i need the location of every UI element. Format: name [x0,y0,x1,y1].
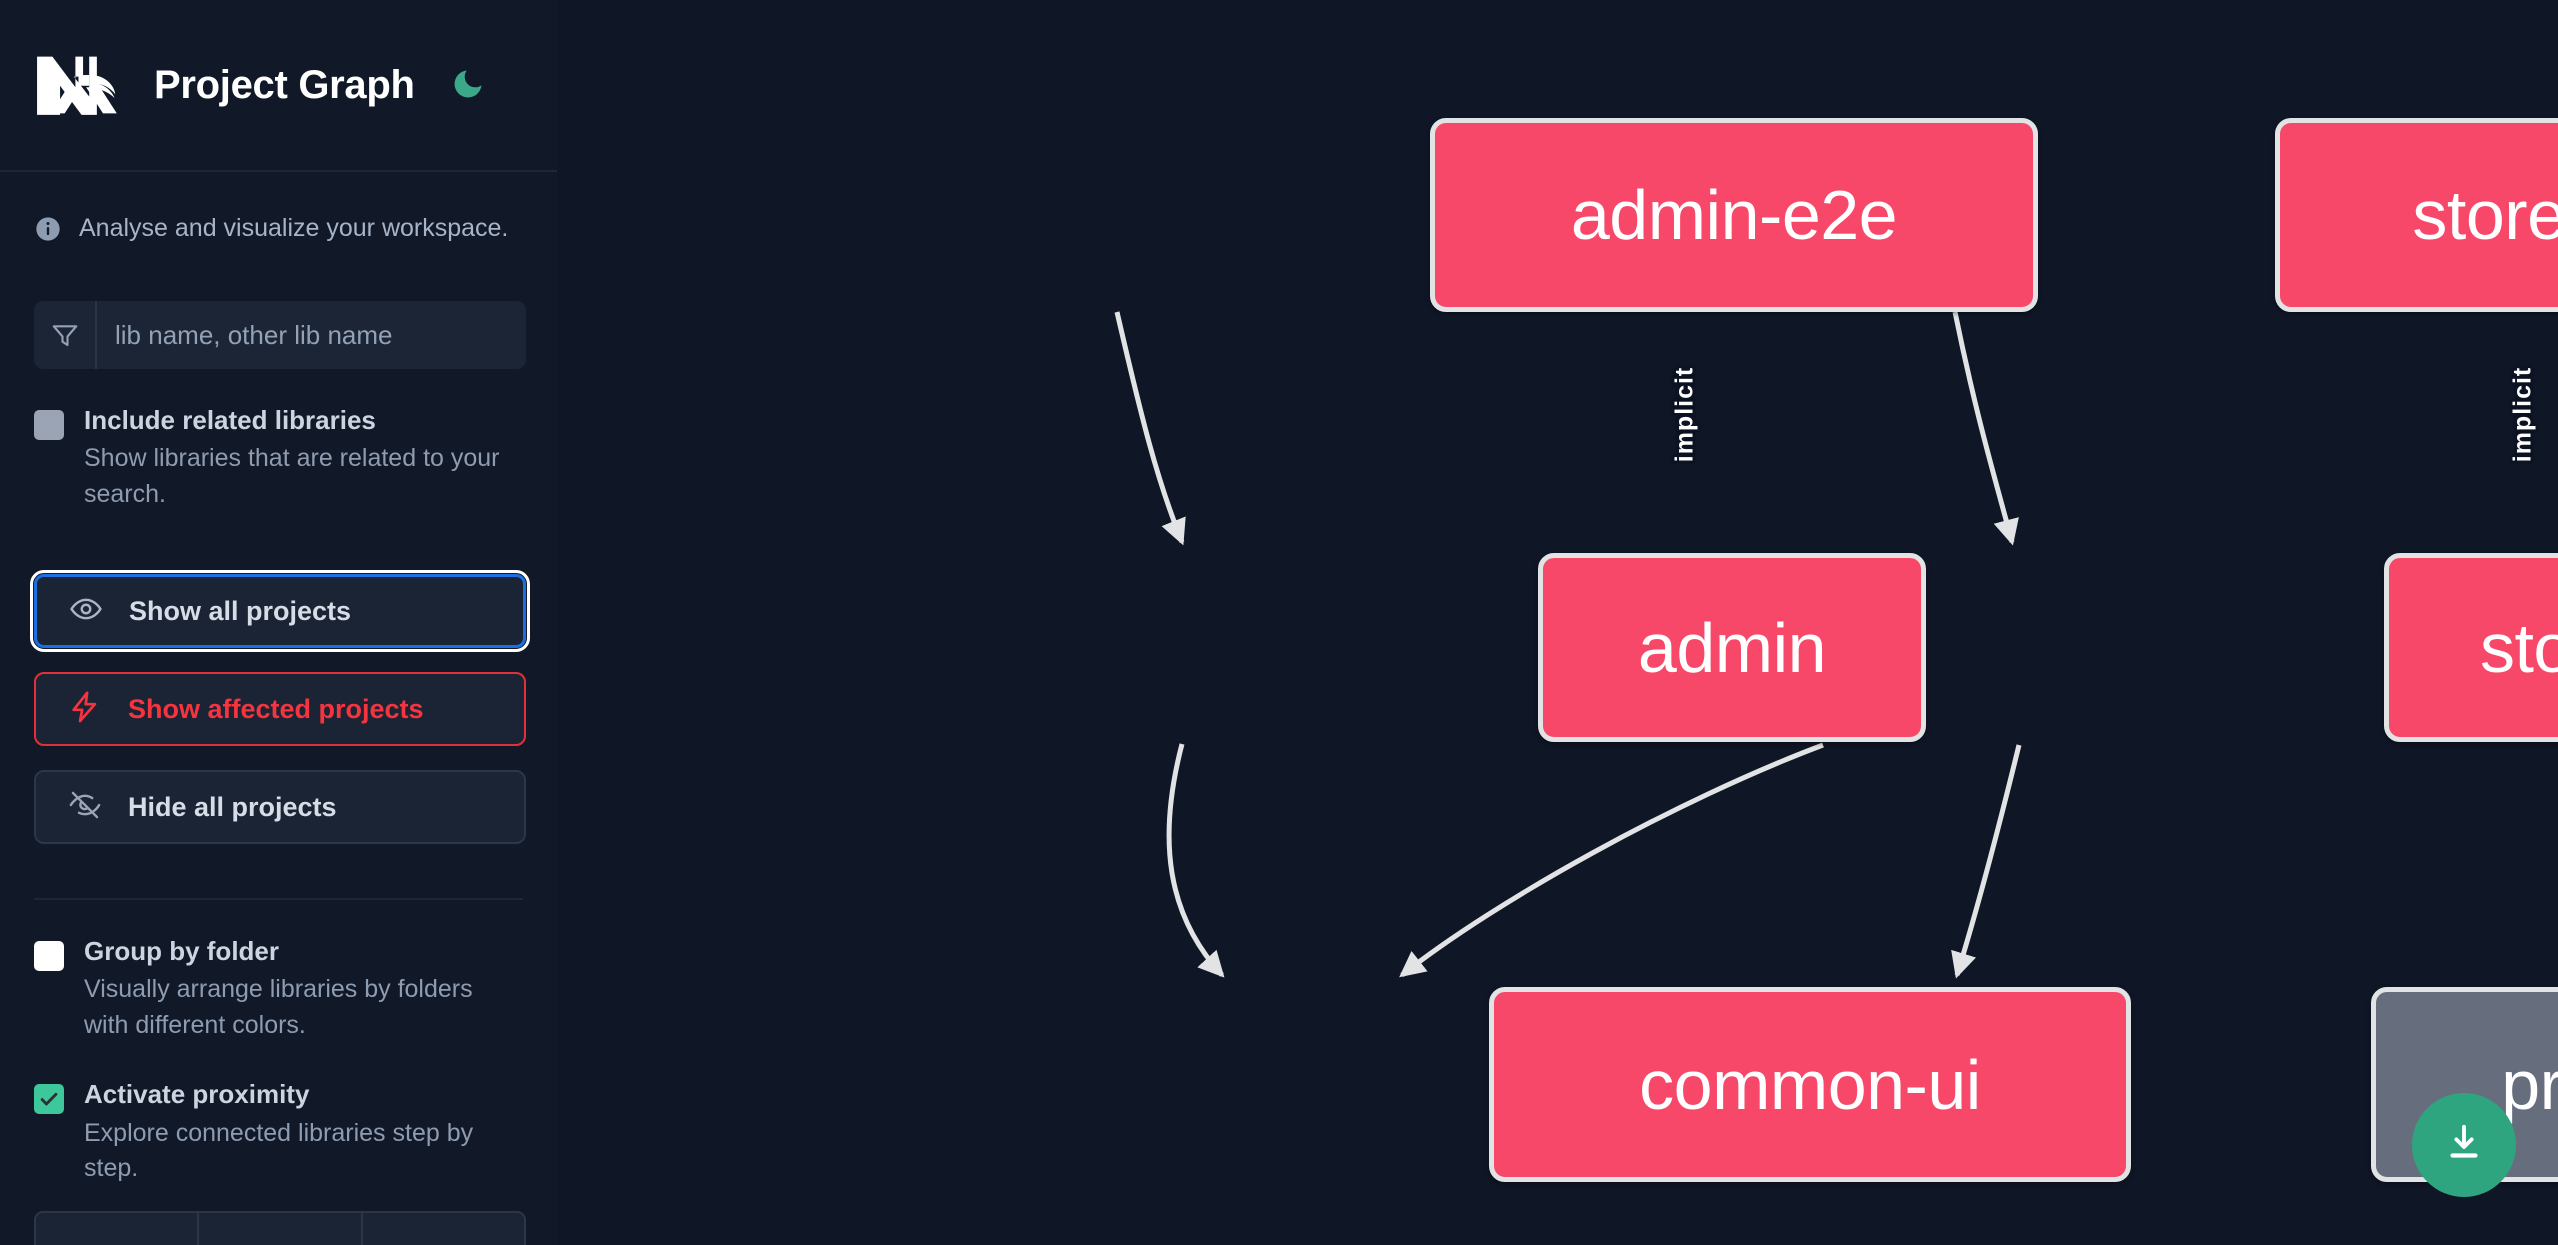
edge-store-products [1951,744,2022,979]
show-all-projects-button[interactable]: Show all projects [30,570,530,653]
graph-node-admin[interactable]: admin [1538,553,1926,742]
graph-node-admin-e2e[interactable]: admin-e2e [1430,118,2038,312]
option-include-related-libraries[interactable]: Include related libraries Show libraries… [34,404,523,512]
eye-off-icon [68,788,102,827]
graph-edges [1114,311,2022,979]
option-description: Show libraries that are related to your … [84,444,500,508]
checkbox-activate-proximity[interactable] [34,1084,64,1115]
proximity-step-segment[interactable] [34,1211,198,1245]
filter-funnel-icon [34,301,97,369]
show-all-projects-label: Show all projects [129,595,352,626]
graph-node-store[interactable]: store [2384,553,2558,742]
workspace-info-text: Analyse and visualize your workspace. [79,214,509,242]
lightning-icon [68,690,102,729]
theme-toggle-button[interactable] [445,62,491,108]
node-label: store-e2e [2412,176,2558,254]
show-affected-projects-button[interactable]: Show affected projects [34,672,526,747]
option-activate-proximity[interactable]: Activate proximity Explore connected lib… [34,1078,523,1186]
visibility-button-group: Show all projects Show affected projects [30,570,530,845]
node-label: store [2479,608,2558,687]
option-group-by-folder[interactable]: Group by folder Visually arrange librari… [34,935,523,1043]
edge-store-e2e-store [1952,311,2019,546]
hide-all-projects-label: Hide all projects [128,791,337,822]
edge-admin-e2e-admin [1114,311,1186,546]
info-circle-icon [34,215,62,243]
checkbox-group-by-folder[interactable] [34,941,64,972]
graph-node-common-ui[interactable]: common-ui [1489,987,2131,1182]
node-label: admin-e2e [1570,176,1898,254]
edge-admin-common-ui [1166,743,1225,978]
page-title: Project Graph [154,62,415,107]
proximity-step-button-group[interactable] [34,1211,526,1245]
node-label: admin [1637,608,1827,687]
sidebar-header: Project Graph [0,0,557,172]
moon-icon [450,66,486,105]
eye-icon [69,592,103,631]
edge-store-common-ui [1399,742,1824,978]
download-icon [2441,1121,2487,1170]
graph-node-store-e2e[interactable]: store-e2e [2275,118,2558,312]
download-image-button[interactable] [2412,1093,2516,1197]
node-label: products [2501,1045,2558,1124]
nx-logo-icon [34,52,126,118]
search-input[interactable] [97,301,526,369]
proximity-step-segment[interactable] [360,1211,526,1245]
option-label: Group by folder [84,936,279,967]
sidebar: Project Graph Analyse and v [0,0,557,1245]
proximity-step-segment[interactable] [197,1211,361,1245]
search-box[interactable] [34,301,526,369]
option-label: Activate proximity [84,1079,310,1110]
node-label: common-ui [1639,1045,1981,1124]
sidebar-divider [34,898,523,901]
project-graph-canvas[interactable]: implicit implicit admin-e2e store-e2e ad… [557,0,2558,1245]
sidebar-body: Analyse and visualize your workspace. In… [0,214,557,1187]
hide-all-projects-button[interactable]: Hide all projects [34,770,526,845]
option-description: Explore connected libraries step by step… [84,1118,474,1183]
option-label: Include related libraries [84,405,376,435]
show-affected-projects-label: Show affected projects [128,693,424,724]
workspace-info: Analyse and visualize your workspace. [34,214,523,243]
option-description: Visually arrange libraries by folders wi… [84,975,473,1039]
checkbox-include-related-libraries[interactable] [34,410,64,440]
